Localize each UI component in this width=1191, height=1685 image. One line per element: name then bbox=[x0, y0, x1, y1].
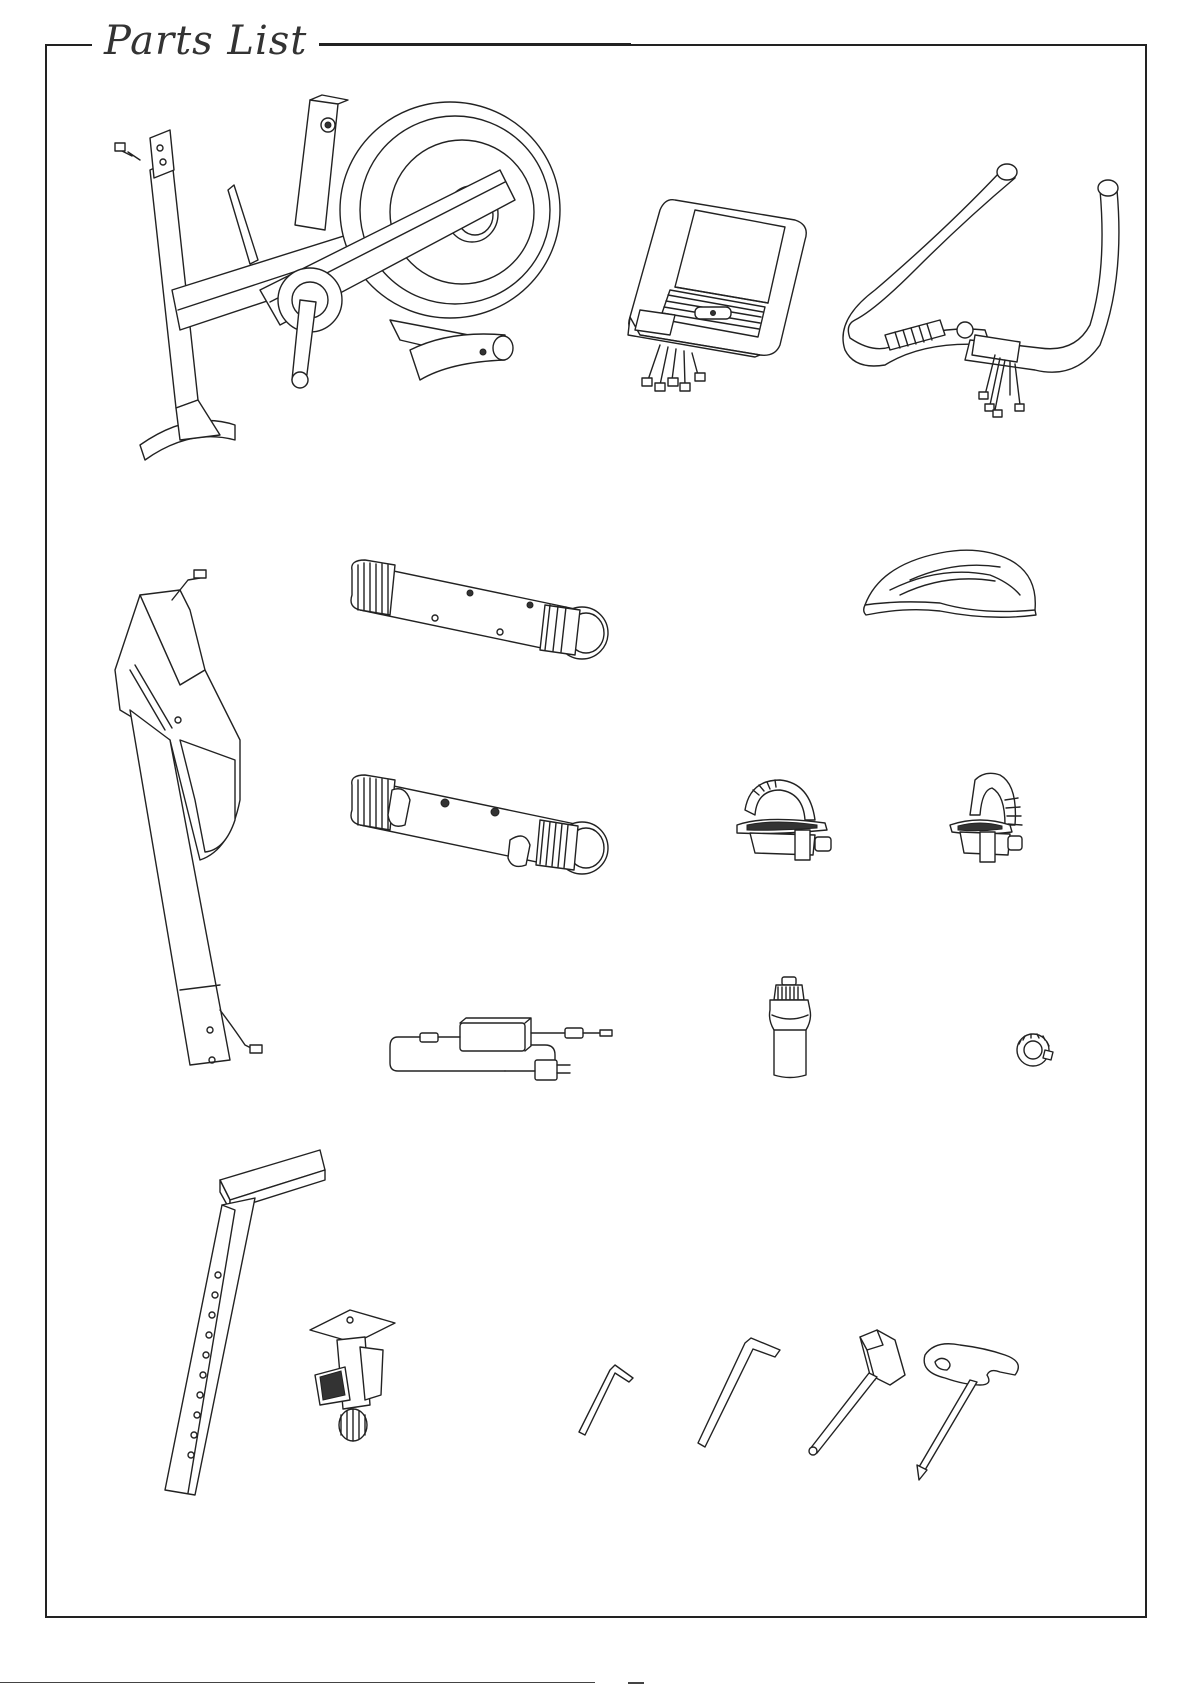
title-rule bbox=[296, 43, 631, 46]
handlebar-post-icon bbox=[110, 590, 270, 1070]
footer-rule bbox=[0, 1682, 595, 1683]
stabilizer-icon bbox=[350, 555, 610, 665]
console-icon bbox=[620, 195, 820, 415]
seat-slider-icon bbox=[305, 1305, 405, 1445]
main-frame-icon bbox=[110, 90, 580, 470]
seat-icon bbox=[860, 545, 1040, 625]
title-box: Parts List bbox=[92, 18, 319, 64]
wrench-icon bbox=[805, 1325, 910, 1455]
allen-key-icon bbox=[575, 1360, 635, 1440]
bottle-icon bbox=[760, 975, 820, 1080]
knob-icon bbox=[1015, 1030, 1055, 1075]
wrench-icon bbox=[905, 1340, 1035, 1480]
power-adapter-icon bbox=[390, 1015, 620, 1095]
stabilizer-icon bbox=[350, 770, 610, 880]
handlebar-icon bbox=[845, 160, 1125, 430]
page-title: Parts List bbox=[104, 18, 307, 64]
footer-mark bbox=[628, 1682, 644, 1684]
pedal-icon bbox=[735, 775, 835, 875]
allen-key-icon bbox=[695, 1335, 785, 1450]
pedal-icon bbox=[950, 770, 1040, 880]
